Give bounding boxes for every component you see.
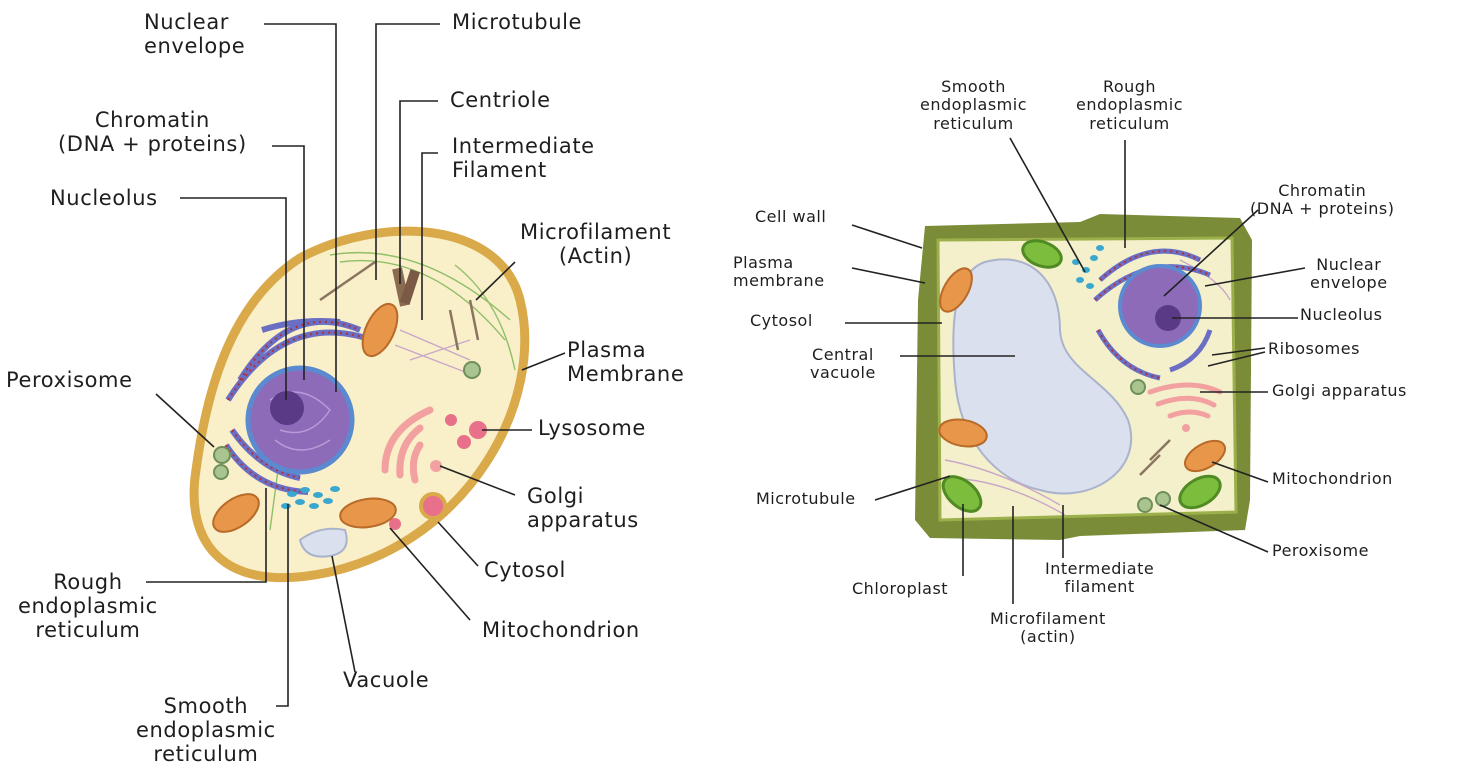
animal-nucleolus [270,391,304,425]
label-rough-er: Rough endoplasmic reticulum [18,570,158,642]
plant-label-ribosomes: Ribosomes [1268,340,1360,358]
label-centriole: Centriole [450,88,551,112]
plant-label-plasma-membrane: Plasma membrane [733,254,825,291]
plant-label-cell-wall: Cell wall [755,208,826,226]
label-microtubule: Microtubule [452,10,582,34]
label-intermediate-filament: Intermediate Filament [452,134,595,182]
plant-label-cytosol: Cytosol [750,312,813,330]
label-golgi-apparatus: Golgi apparatus [527,484,639,532]
animal-peroxisome [214,447,230,463]
plant-label-microtubule: Microtubule [756,490,856,508]
plant-label-rough-er: Rough endoplasmic reticulum [1076,78,1183,133]
label-peroxisome: Peroxisome [6,368,133,392]
plant-label-microfilament: Microfilament (actin) [990,610,1106,647]
animal-cell [194,231,525,577]
label-smooth-er: Smooth endoplasmic reticulum [136,694,276,766]
plant-label-peroxisome: Peroxisome [1272,542,1369,560]
plant-label-intermediate-filament: Intermediate filament [1045,560,1154,597]
plant-label-chloroplast: Chloroplast [852,580,948,598]
label-microfilament: Microfilament (Actin) [520,220,671,268]
plant-label-mitochondrion: Mitochondrion [1272,470,1393,488]
label-cytosol: Cytosol [484,558,566,582]
plant-cell [915,214,1252,540]
label-mitochondrion: Mitochondrion [482,618,640,642]
label-nucleolus: Nucleolus [50,186,158,210]
plant-label-nuclear-envelope: Nuclear envelope [1310,256,1388,293]
label-vacuole: Vacuole [343,668,429,692]
label-nuclear-envelope: Nuclear envelope [144,10,245,58]
plant-label-central-vacuole: Central vacuole [810,346,876,383]
label-lysosome: Lysosome [538,416,646,440]
plant-label-golgi-apparatus: Golgi apparatus [1272,382,1407,400]
plant-peroxisome [1138,498,1152,512]
plant-nucleus [1120,266,1200,346]
label-plasma-membrane: Plasma Membrane [567,338,684,386]
plant-label-smooth-er: Smooth endoplasmic reticulum [920,78,1027,133]
label-chromatin: Chromatin (DNA + proteins) [58,108,247,156]
plant-label-nucleolus: Nucleolus [1300,306,1382,324]
plant-label-chromatin: Chromatin (DNA + proteins) [1250,182,1395,219]
